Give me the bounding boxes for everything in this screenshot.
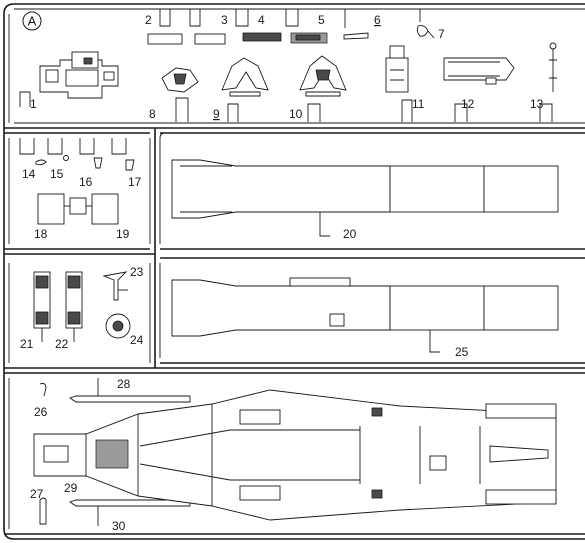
part-5 xyxy=(285,9,328,44)
part-label-3: 3 xyxy=(221,13,228,27)
part-label-21: 21 xyxy=(20,337,34,351)
part-21 xyxy=(33,271,51,342)
part-label-14: 14 xyxy=(22,167,36,181)
part-30 xyxy=(68,499,191,526)
part-label-8: 8 xyxy=(149,107,156,121)
svg-text:A: A xyxy=(28,14,37,29)
part-label-12: 12 xyxy=(461,97,475,111)
part-label-6: 6 xyxy=(374,13,381,27)
part-label-11: 11 xyxy=(412,97,425,111)
part-label-13: 13 xyxy=(530,97,544,111)
part-label-15: 15 xyxy=(50,167,64,181)
part-28 xyxy=(68,378,191,403)
part-label-30: 30 xyxy=(112,519,126,533)
part-1 xyxy=(19,51,119,107)
part-label-2: 2 xyxy=(145,13,152,27)
part-label-23: 23 xyxy=(130,265,144,279)
part-22 xyxy=(65,271,83,342)
part-6 xyxy=(343,9,369,40)
part-26 xyxy=(39,383,47,397)
part-14 xyxy=(19,138,47,166)
part-10 xyxy=(299,55,347,122)
part-25 xyxy=(171,277,559,353)
part-12 xyxy=(443,57,515,122)
part-label-17: 17 xyxy=(128,175,142,189)
part-label-25: 25 xyxy=(455,345,469,359)
part-24 xyxy=(105,313,131,339)
part-27 xyxy=(39,497,47,525)
part-label-16: 16 xyxy=(79,175,93,189)
part-labels: 1 2 3 4 5 6 7 8 9 10 11 12 13 14 15 16 1… xyxy=(20,13,544,533)
part-13 xyxy=(539,42,557,122)
part-17 xyxy=(111,138,135,171)
part-19 xyxy=(69,193,119,225)
part-3 xyxy=(189,9,226,45)
part-9 xyxy=(221,57,269,122)
part-11 xyxy=(385,45,413,122)
part-7 xyxy=(416,9,435,39)
part-label-9: 9 xyxy=(213,107,220,121)
part-label-19: 19 xyxy=(116,227,130,241)
part-label-18: 18 xyxy=(34,227,48,241)
part-label-27: 27 xyxy=(30,487,44,501)
part-20 xyxy=(171,159,559,237)
part-label-28: 28 xyxy=(117,377,131,391)
part-16 xyxy=(79,138,103,169)
part-label-24: 24 xyxy=(130,333,144,347)
sprue-frame xyxy=(3,3,585,540)
part-label-1: 1 xyxy=(30,97,37,111)
part-4 xyxy=(235,9,282,42)
part-label-26: 26 xyxy=(34,405,48,419)
part-23 xyxy=(102,271,128,301)
part-label-29: 29 xyxy=(64,481,78,495)
sprue-id-badge: A xyxy=(22,11,42,31)
part-label-7: 7 xyxy=(438,27,445,41)
part-label-20: 20 xyxy=(343,227,357,241)
part-label-4: 4 xyxy=(258,13,265,27)
part-label-5: 5 xyxy=(318,13,325,27)
part-label-22: 22 xyxy=(55,337,69,351)
part-2 xyxy=(147,9,183,45)
part-18 xyxy=(37,193,70,225)
part-label-10: 10 xyxy=(289,107,303,121)
part-29 xyxy=(33,389,557,521)
part-15 xyxy=(47,138,69,161)
part-8 xyxy=(161,67,199,122)
